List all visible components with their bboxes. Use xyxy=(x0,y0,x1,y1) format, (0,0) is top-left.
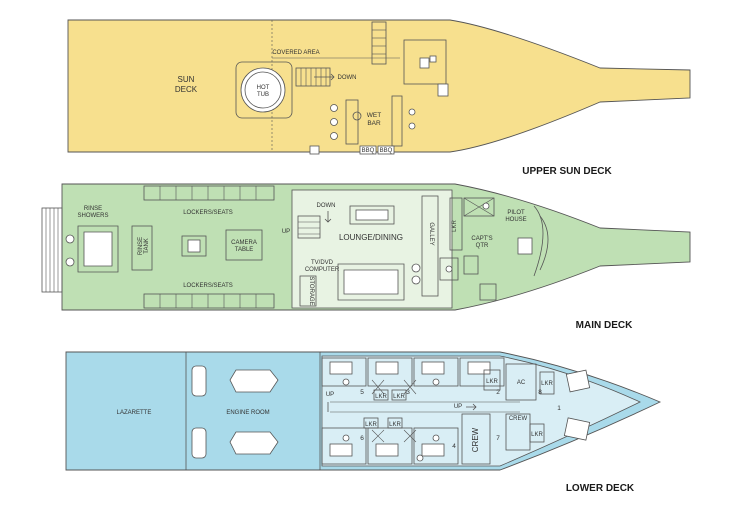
galley-label: GALLEY xyxy=(428,222,434,245)
cabin-number-2: 2 xyxy=(496,389,500,396)
main-deck-title: MAIN DECK xyxy=(576,320,633,331)
main-deck: RINSE SHOWERS RINSE TANK LOCKERS/SEATS L… xyxy=(41,183,691,331)
up-label-lower-2: UP xyxy=(454,404,462,410)
cabin-number-3: 3 xyxy=(406,389,410,396)
capts-qtr-label-1: CAPT'S xyxy=(471,236,492,242)
wet-bar-label-2: BAR xyxy=(367,120,381,127)
cabin-number-1: 1 xyxy=(557,405,561,412)
hot-tub-label-1: HOT xyxy=(257,85,270,91)
wet-bar-label-1: WET xyxy=(367,112,381,119)
engine-room-label: ENGINE ROOM xyxy=(226,410,269,416)
lockers-bottom-label: LOCKERS/SEATS xyxy=(183,283,233,289)
stairs-down-icon xyxy=(295,67,335,87)
up-label: UP xyxy=(282,229,290,235)
tv-dvd-label-1: TV/DVD xyxy=(311,260,334,266)
crew-small-label: CREW xyxy=(509,416,528,422)
camera-table-label-2: TABLE xyxy=(235,247,254,253)
capts-qtr-label-2: QTR xyxy=(476,243,489,249)
crew-label: CREW xyxy=(471,427,480,452)
lkr-label-4: LKR xyxy=(389,422,401,428)
upper-sun-deck-title: UPPER SUN DECK xyxy=(522,166,612,177)
rinse-tank-label-1: RINSE xyxy=(138,237,144,255)
ac-label: AC xyxy=(517,380,526,386)
tv-dvd-label-2: COMPUTER xyxy=(305,267,340,273)
bbq-2 xyxy=(377,145,395,155)
helm-icon xyxy=(517,237,533,255)
bbq-2-label: BBQ xyxy=(380,148,393,154)
pilot-house-label-2: HOUSE xyxy=(505,217,526,223)
main-stairs-icon xyxy=(297,215,321,239)
lazarette-label: LAZARETTE xyxy=(117,410,152,416)
covered-area-label: COVERED AREA xyxy=(272,50,319,56)
rinse-tank-label-2: TANK xyxy=(144,238,150,254)
engine-1 xyxy=(191,365,207,397)
generator-1 xyxy=(229,369,279,393)
upper-sun-deck: HOT TUB DOWN COVERED AREA WET BAR xyxy=(67,19,691,177)
lounge-dining-label: LOUNGE/DINING xyxy=(339,233,403,242)
down-label: DOWN xyxy=(338,75,357,81)
sun-deck-label-2: DECK xyxy=(175,85,198,94)
hot-tub-label-2: TUB xyxy=(257,92,269,98)
cabin-number-6: 6 xyxy=(360,435,364,442)
rinse-showers-label-1: RINSE xyxy=(84,206,102,212)
cabin-number-5: 5 xyxy=(360,389,364,396)
lkr-label-7: LKR xyxy=(486,379,498,385)
storage-label: STORAGE xyxy=(308,276,314,305)
up-label-lower-1: UP xyxy=(326,392,334,398)
bbq-1 xyxy=(359,145,377,155)
sun-deck-label-1: SUN xyxy=(178,75,195,84)
lkr-label-main: LKR xyxy=(452,219,458,231)
pilot-house-label-1: PILOT xyxy=(507,210,525,216)
lkr-label-6: LKR xyxy=(531,432,543,438)
camera-table-label-1: CAMERA xyxy=(231,240,257,246)
lower-deck-title: LOWER DECK xyxy=(566,483,635,494)
lkr-label-2: LKR xyxy=(393,394,405,400)
cabin-number-4: 4 xyxy=(452,443,456,450)
helm-chair-icon xyxy=(419,57,430,69)
upper-deck-hull xyxy=(67,19,691,153)
rinse-showers-label-2: SHOWERS xyxy=(77,213,108,219)
lkr-label-3: LKR xyxy=(365,422,377,428)
lockers-top-label: LOCKERS/SEATS xyxy=(183,210,233,216)
generator-2 xyxy=(229,431,279,455)
hot-tub-icon xyxy=(240,67,286,113)
lower-deck: LAZARETTE ENGINE ROOM UP UP LKR LKR xyxy=(65,351,662,494)
lkr-label-5: LKR xyxy=(541,381,553,387)
cabin-number-7: 7 xyxy=(496,435,500,442)
upper-stairs-icon xyxy=(371,21,387,65)
cabin-number-8: 8 xyxy=(538,389,542,396)
down-label-main: DOWN xyxy=(317,203,336,209)
lkr-label-1: LKR xyxy=(375,394,387,400)
bbq-1-label: BBQ xyxy=(362,148,375,154)
engine-2 xyxy=(191,427,207,459)
